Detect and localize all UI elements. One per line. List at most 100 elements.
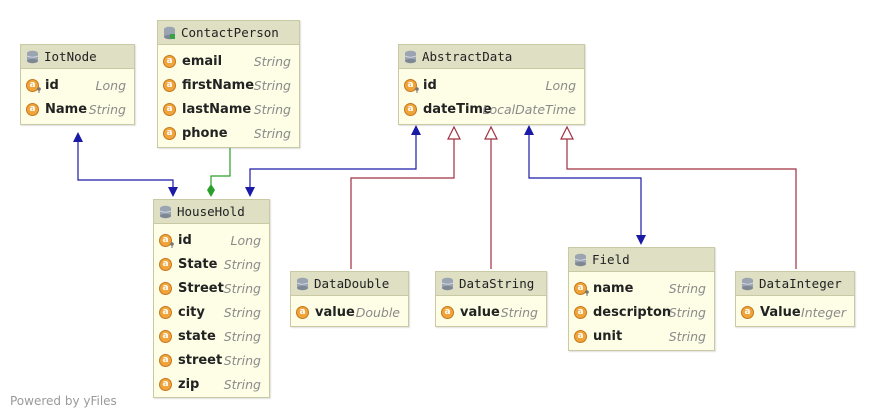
attribute-name: name — [593, 280, 634, 296]
attribute-type: String — [223, 328, 261, 344]
entity-header: HouseHold — [154, 200, 269, 224]
attribute-name: city — [178, 304, 205, 320]
attribute-icon: a — [159, 377, 172, 391]
attribute-list: a id Long a dateTime LocalDateTime — [399, 69, 584, 125]
primary-key-icon: a — [574, 281, 589, 296]
edge-household-abstractdata — [245, 125, 421, 197]
attribute-row: a descripton String — [569, 300, 714, 324]
attribute-list: a email String a firstName String a last… — [158, 45, 299, 149]
attribute-list: a Value Integer — [736, 296, 854, 328]
entity-title: Field — [592, 252, 630, 267]
edge-datainteger-abstractdata — [560, 125, 797, 269]
attribute-icon: a — [159, 305, 172, 319]
attribute-row: a Value Integer — [736, 300, 854, 324]
entity-datastring[interactable]: DataString a value String — [435, 271, 547, 327]
entity-header: IotNode — [21, 45, 134, 69]
attribute-name: email — [182, 53, 223, 69]
attribute-row: a lastName String — [158, 97, 299, 121]
attribute-list: a value String — [436, 296, 546, 328]
attribute-icon: a — [159, 257, 172, 271]
inheritance-triangle-3 — [560, 125, 574, 140]
arrowhead-abstractdata-2 — [524, 125, 534, 135]
attribute-icon: a — [163, 102, 176, 116]
attribute-list: a name String a descripton String a unit… — [569, 272, 714, 352]
arrowhead-abstractdata-1 — [411, 125, 421, 135]
attribute-name: Value — [760, 304, 801, 320]
attribute-row: a phone String — [158, 121, 299, 145]
entity-title: HouseHold — [177, 204, 245, 219]
entity-household[interactable]: HouseHold a id Long a State String a Str… — [153, 199, 270, 398]
watermark-text: Powered by yFiles — [10, 394, 117, 408]
edge-datadouble-abstractdata — [350, 125, 461, 269]
attribute-type: String — [668, 328, 706, 344]
attribute-type: String — [223, 280, 261, 296]
attribute-icon: a — [159, 353, 172, 367]
arrowhead-iotnode — [73, 132, 83, 142]
entity-field[interactable]: Field a name String a descripton String … — [568, 247, 715, 351]
entity-title: AbstractData — [422, 49, 513, 64]
entity-datadouble[interactable]: DataDouble a value Double — [290, 271, 409, 327]
attribute-row: a Name String — [21, 97, 134, 121]
entity-datainteger[interactable]: DataInteger a Value Integer — [735, 271, 855, 327]
attribute-row: a name String — [569, 276, 714, 300]
attribute-icon: a — [404, 102, 417, 116]
table-icon — [741, 277, 754, 290]
entity-title: DataDouble — [314, 276, 390, 291]
edge-household-contactperson — [207, 148, 231, 197]
table-icon — [159, 205, 172, 218]
arrowhead-field — [636, 235, 646, 245]
attribute-type: String — [223, 352, 261, 368]
entity-iotnode[interactable]: IotNode a id Long a Name String — [20, 44, 135, 125]
attribute-icon: a — [741, 305, 754, 319]
attribute-type: String — [253, 125, 291, 141]
attribute-list: a value Double — [291, 296, 408, 328]
attribute-type: String — [88, 101, 126, 117]
edge-household-iotnode — [73, 132, 178, 197]
attribute-name: unit — [593, 328, 623, 344]
entity-header: AbstractData — [399, 45, 584, 69]
entity-header: Field — [569, 248, 714, 272]
entity-header: DataInteger — [736, 272, 854, 296]
table-icon — [441, 277, 454, 290]
attribute-icon: a — [441, 305, 454, 319]
attribute-icon: a — [163, 78, 176, 92]
attribute-name: id — [45, 77, 59, 93]
attribute-type: Double — [355, 304, 400, 320]
inheritance-triangle-2 — [484, 125, 498, 140]
attribute-name: dateTime — [423, 101, 492, 117]
attribute-row: a unit String — [569, 324, 714, 348]
attribute-icon: a — [163, 126, 176, 140]
attribute-row: a id Long — [21, 73, 134, 97]
attribute-name: id — [423, 77, 437, 93]
attribute-type: String — [253, 53, 291, 69]
attribute-type: String — [223, 304, 261, 320]
arrowhead-household-2 — [245, 187, 255, 197]
attribute-type: LocalDateTime — [482, 101, 576, 117]
entity-abstractdata[interactable]: AbstractData a id Long a dateTime LocalD… — [398, 44, 585, 125]
attribute-row: a city String — [154, 300, 269, 324]
attribute-type: String — [668, 304, 706, 320]
attribute-icon: a — [26, 102, 39, 116]
attribute-type: Integer — [801, 304, 846, 320]
primary-key-icon: a — [159, 233, 174, 248]
inheritance-triangle-1 — [447, 125, 461, 140]
attribute-name: value — [460, 304, 500, 320]
attribute-type: Long — [230, 232, 261, 248]
attribute-row: a firstName String — [158, 73, 299, 97]
attribute-name: state — [178, 328, 216, 344]
attribute-icon: a — [163, 54, 176, 68]
attribute-row: a State String — [154, 252, 269, 276]
composition-diamond — [207, 184, 215, 197]
attribute-row: a id Long — [154, 228, 269, 252]
attribute-name: descripton — [593, 304, 672, 320]
attribute-name: lastName — [182, 101, 252, 117]
attribute-type: String — [500, 304, 538, 320]
attribute-row: a value Double — [291, 300, 408, 324]
attribute-type: String — [253, 101, 291, 117]
table-icon — [574, 253, 587, 266]
entity-contactperson[interactable]: ContactPerson a email String a firstName… — [157, 20, 300, 148]
attribute-name: State — [178, 256, 218, 272]
primary-key-icon: a — [26, 78, 41, 93]
entity-title: ContactPerson — [181, 25, 279, 40]
edge-abstractdata-field — [524, 125, 646, 245]
